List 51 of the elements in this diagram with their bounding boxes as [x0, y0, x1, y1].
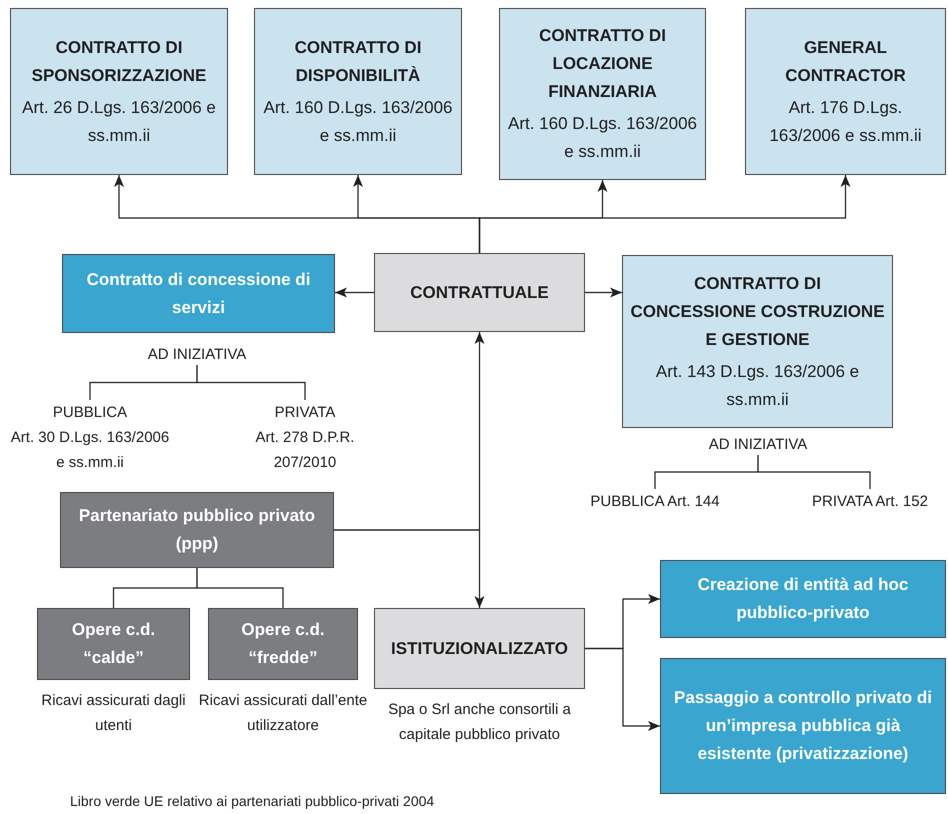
note-text: Ricavi assicurati dagli utenti	[40, 691, 187, 736]
ppp-box	[37, 608, 190, 680]
law-reference: Art. 143 D.Lgs. 163/2006 e ss.mm.ii	[654, 360, 860, 410]
box-title: Creazione di entità ad hoc pubblico-privato	[696, 574, 910, 624]
branch-label: Art. 30 D.Lgs. 163/2006 e ss.mm.ii	[10, 428, 170, 473]
box-title: Opere c.d. “calde”	[70, 619, 156, 669]
box-title: GENERAL CONTRACTOR	[784, 36, 907, 86]
law-reference: Art. 176 D.Lgs. 163/2006 e ss.mm.ii	[768, 96, 923, 146]
box-title: Passaggio a controllo privato di un’impresa pubblica già esistente (privatizzazione)	[673, 687, 933, 765]
category-box	[374, 253, 585, 332]
arrow	[585, 288, 622, 298]
contract-box	[254, 8, 462, 175]
branch-label: AD INIZIATIVA	[146, 344, 248, 364]
concession-box	[660, 560, 946, 638]
box-title: CONTRATTO DI CONCESSIONE COSTRUZIONE E GESTIONE	[629, 272, 886, 350]
branch-label: PUBBLICA	[52, 403, 128, 423]
concession-box	[660, 658, 946, 794]
arrow	[335, 288, 374, 298]
box-title: Opere c.d. “fredde”	[240, 619, 326, 669]
concession-box	[62, 254, 335, 333]
connector-line	[757, 455, 871, 489]
box-title: CONTRATTUALE	[409, 282, 550, 304]
law-reference: Art. 160 D.Lgs. 163/2006 e ss.mm.ii	[262, 96, 454, 146]
ppp-box	[60, 492, 334, 568]
box-title: CONTRATTO DI SPONSORIZZAZIONE	[30, 36, 208, 86]
note-text: Spa o Srl anche consortili a capitale pubblico privato	[387, 700, 572, 745]
box-title: Partenariato pubblico privato (ppp)	[78, 505, 316, 555]
contract-box	[10, 8, 228, 175]
arrow	[478, 175, 850, 253]
branch-label: PUBBLICA Art. 144	[589, 492, 721, 512]
box-title: CONTRATTO DI LOCAZIONE FINANZIARIA	[538, 25, 667, 103]
branch-label: PRIVATA Art. 152	[811, 492, 929, 512]
box-title: CONTRATTO DI DISPONIBILITÀ	[294, 36, 422, 86]
law-reference: Art. 160 D.Lgs. 163/2006 e ss.mm.ii	[506, 113, 698, 163]
box-title: ISTITUZIONALIZZATO	[390, 638, 569, 660]
branch-label: Art. 278 D.P.R. 207/2010	[254, 428, 356, 473]
ppp-box	[208, 608, 358, 680]
branch-label: PRIVATA	[274, 403, 336, 423]
connector-line	[196, 365, 306, 400]
law-reference: Art. 26 D.Lgs. 163/2006 e ss.mm.ii	[21, 96, 217, 146]
category-box	[374, 608, 585, 689]
source-caption: Libro verde UE relativo ai partenariati pubblico-privati 2004	[70, 793, 434, 809]
box-title: Contratto di concessione di servizi	[86, 268, 312, 318]
contract-box	[745, 8, 946, 175]
contract-box	[622, 255, 893, 428]
arrow	[334, 529, 484, 608]
note-text: Ricavi assicurati dall’ente utilizzatore	[198, 691, 368, 736]
branch-label: AD INIZIATIVA	[708, 434, 808, 454]
contract-box	[499, 8, 706, 180]
arrow	[585, 648, 660, 731]
connector-line	[196, 568, 284, 608]
